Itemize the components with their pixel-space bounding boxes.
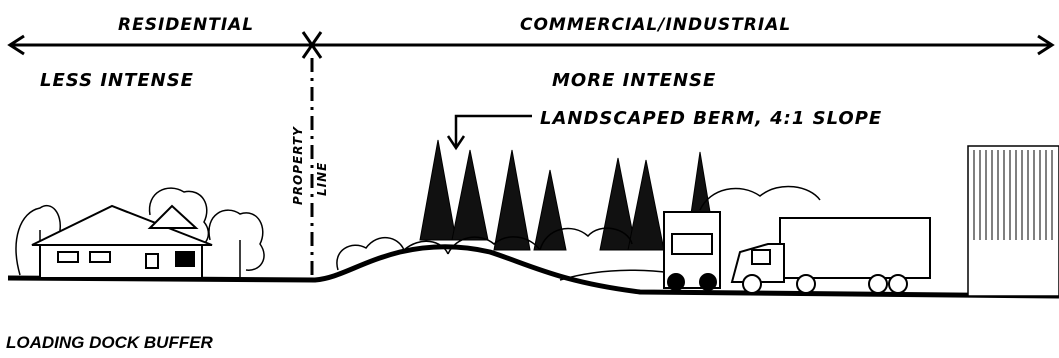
berm-label: LANDSCAPED BERM, 4:1 SLOPE (540, 108, 882, 129)
commercial-building (968, 146, 1059, 296)
residential-label: RESIDENTIAL (118, 15, 254, 35)
semi-truck-trailer (732, 218, 930, 293)
commercial-industrial-label: COMMERCIAL/INDUSTRIAL (520, 15, 791, 35)
less-intense-label: LESS INTENSE (40, 70, 194, 91)
more-intense-label: MORE INTENSE (552, 70, 716, 91)
line-label: LINE (315, 162, 329, 196)
property-label: PROPERTY (291, 126, 305, 205)
truck-front-view (664, 212, 720, 290)
figure-caption: LOADING DOCK BUFFER (6, 333, 213, 353)
zone-dimension-line (10, 36, 1052, 54)
berm-leader-arrow (448, 116, 532, 148)
